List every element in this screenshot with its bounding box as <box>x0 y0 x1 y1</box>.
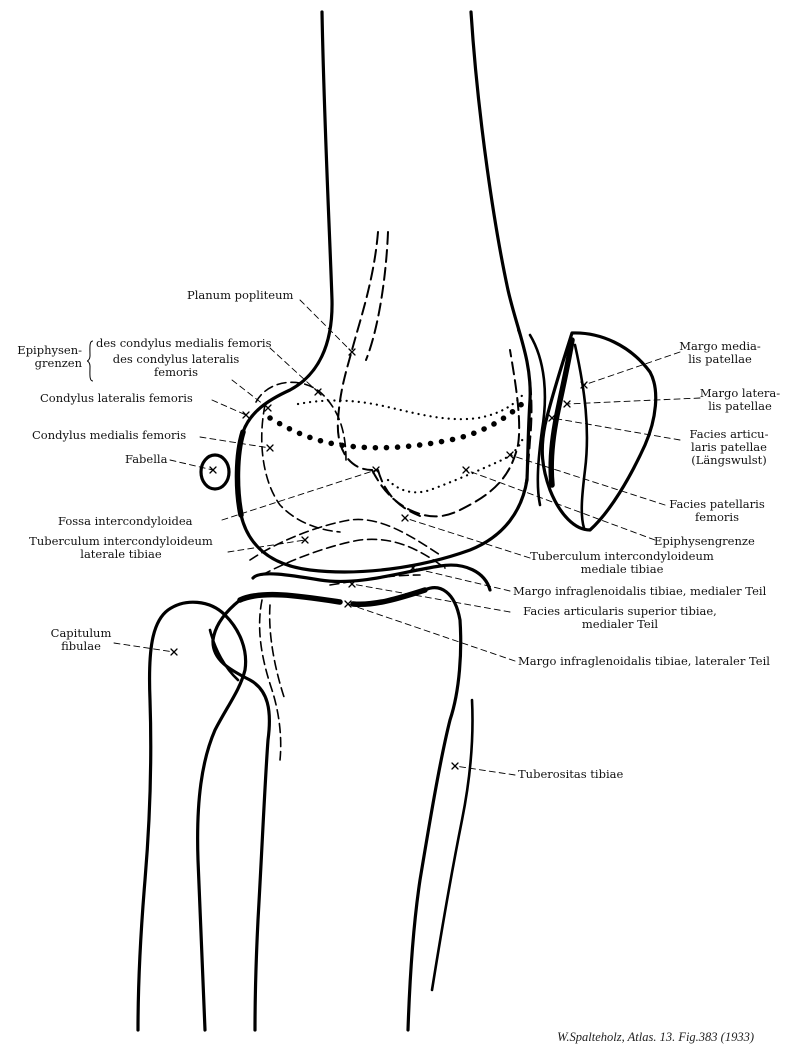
epiphysengrenze-lower-dotted <box>386 434 526 494</box>
label-capitulum-fibulae: Capitulum fibulae <box>46 627 116 653</box>
fibula-outline <box>136 600 248 1032</box>
label-capitulum-fibulae-line1: Capitulum <box>50 626 112 640</box>
epiphysen-grenze-lateralis-dotted <box>267 399 527 451</box>
leader-tuberositas-tibiae <box>454 765 516 776</box>
tuberculum-laterale-dashed <box>249 518 441 561</box>
leader-facies-articularis-superior <box>351 583 511 613</box>
patella-inner-contour <box>573 343 589 530</box>
label-epiphysen-grenzen: Epiphysen- grenzen <box>8 344 82 370</box>
label-condylus-lateralis-femoris: Condylus lateralis femoris <box>40 391 193 405</box>
facies-articularis-superior-contour <box>237 591 343 605</box>
label-tuberculum-mediale-line1: Tuberculum intercondyloideum <box>530 549 714 563</box>
tibia-anterior-crest <box>430 698 474 992</box>
leader-tuberculum-mediale <box>404 517 531 559</box>
label-des-condylus-medialis: des condylus medialis femoris <box>96 336 272 350</box>
leader-margo-infraglenoidalis-lateraler <box>347 603 516 662</box>
margo-infraglenoidalis-lateraler-contour <box>350 587 428 608</box>
leader-condylus-medialis <box>199 436 271 449</box>
femur-medial-condyle-dashed <box>260 404 341 533</box>
leader-epiphysengrenze <box>465 469 656 541</box>
label-tuberculum-mediale-line2: mediale tibiae <box>580 562 664 576</box>
margo-infraglenoidalis-medialer-dashed <box>329 574 421 586</box>
leader-facies-articularis-patellae <box>551 417 681 441</box>
leader-fabella <box>169 459 214 471</box>
leader-facies-patellaris-femoris <box>509 454 666 506</box>
label-fabella: Fabella <box>125 452 168 466</box>
leader-condylus-lateralis <box>211 399 247 416</box>
label-fossa-intercondyloidea: Fossa intercondyloidea <box>58 514 193 528</box>
tibia-medial-edge <box>406 586 463 1032</box>
leader-des-condylus-lateralis <box>231 379 269 409</box>
tibia-plateau-upper-outline <box>251 563 492 592</box>
leader-margo-medialis-patellae <box>583 351 681 386</box>
fossa-inner-dashed <box>377 469 421 517</box>
label-des-condylus-lateralis-line1: des condylus lateralis <box>112 352 240 366</box>
label-margo-lateralis-patellae-line1: Margo latera- <box>699 386 781 400</box>
label-margo-infraglenoidalis-medialer: Margo infraglenoidalis tibiae, medialer … <box>513 584 767 598</box>
figure-credit: W.Spalteholz, Atlas. 13. Fig.383 (1933) <box>557 1030 754 1044</box>
label-capitulum-fibulae-line2: fibulae <box>61 639 101 653</box>
tibia-inner-dashed-left <box>258 599 282 761</box>
fossa-intercondyloidea-dashed <box>371 349 521 518</box>
label-tuberculum-laterale: Tuberculum intercondyloideum laterale ti… <box>16 535 226 561</box>
leader-tuberculum-laterale <box>227 539 306 553</box>
leader-planum-popliteum <box>299 299 353 353</box>
label-tuberculum-laterale-line1: Tuberculum intercondyloideum <box>29 534 213 548</box>
femur-inner-condyle-line <box>255 381 347 461</box>
label-facies-patellaris-femoris: Facies patellaris femoris <box>660 498 774 524</box>
label-facies-articularis-superior: Facies articularis superior tibiae, medi… <box>512 605 728 631</box>
label-margo-medialis-patellae: Margo media- lis patellae <box>676 340 764 366</box>
label-margo-lateralis-patellae-line2: lis patellae <box>708 399 772 413</box>
label-facies-articularis-superior-line1: Facies articularis superior tibiae, <box>523 604 717 618</box>
label-facies-articularis-patellae-line1: Facies articu- <box>689 427 769 441</box>
leader-capitulum-fibulae <box>113 642 175 653</box>
label-tuberculum-laterale-line2: laterale tibiae <box>80 547 162 561</box>
planum-popliteum-dashed-left <box>336 231 379 471</box>
label-margo-infraglenoidalis-lateraler: Margo infraglenoidalis tibiae, lateraler… <box>518 654 770 668</box>
label-epiphysen-grenzen-line2: grenzen <box>34 356 82 370</box>
leader-margo-infraglenoidalis-medialer <box>412 567 511 592</box>
facies-patellaris-dashed <box>517 329 533 506</box>
margo-lateralis-patellae-contour <box>548 337 575 488</box>
label-facies-articularis-superior-line2: medialer Teil <box>581 617 659 631</box>
label-planum-popliteum: Planum popliteum <box>187 288 294 302</box>
label-facies-patellaris-femoris-line2: femoris <box>695 510 739 524</box>
fabella-outline <box>199 453 231 491</box>
label-epiphysen-grenzen-line1: Epiphysen- <box>17 343 82 357</box>
label-facies-articularis-patellae: Facies articu- laris patellae (Längswuls… <box>680 428 778 467</box>
leader-margo-lateralis-patellae <box>566 397 701 405</box>
planum-popliteum-dashed-right <box>365 231 389 361</box>
label-facies-articularis-patellae-line2: laris patellae <box>691 440 767 454</box>
fibula-inner-contour <box>208 628 240 682</box>
patella-outline <box>540 331 658 532</box>
label-tuberositas-tibiae: Tuberositas tibiae <box>518 767 624 781</box>
femur-condyle-lower-outline <box>239 478 529 574</box>
label-condylus-medialis-femoris: Condylus medialis femoris <box>32 428 187 442</box>
leader-fossa-intercondyloidea <box>221 469 377 521</box>
label-des-condylus-lateralis: des condylus lateralis femoris <box>92 353 260 379</box>
label-facies-patellaris-femoris-line1: Facies patellaris <box>669 497 765 511</box>
label-facies-articularis-patellae-line3: (Längswulst) <box>691 453 767 467</box>
cross-markers <box>170 348 588 770</box>
epiphysen-grenze-medialis-dotted <box>296 390 527 421</box>
femur-anterior-outline <box>469 10 532 482</box>
label-margo-medialis-patellae-line1: Margo media- <box>679 339 761 353</box>
label-des-condylus-lateralis-line2: femoris <box>154 365 198 379</box>
leader-des-condylus-medialis <box>269 347 319 393</box>
facies-patellaris-femoris-edge <box>528 333 547 507</box>
femur-posterior-outline <box>241 10 334 434</box>
label-margo-medialis-patellae-line2: lis patellae <box>688 352 752 366</box>
epiphysen-grenzen-brace <box>86 340 94 382</box>
label-margo-lateralis-patellae: Margo latera- lis patellae <box>698 387 782 413</box>
label-tuberculum-mediale: Tuberculum intercondyloideum mediale tib… <box>528 550 716 576</box>
tibia-lateral-edge <box>211 598 272 1032</box>
condylus-lateralis-contour <box>234 429 246 518</box>
tuberculum-mediale-dashed <box>261 538 446 576</box>
label-epiphysengrenze: Epiphysengrenze <box>654 534 755 548</box>
tibia-inner-dashed-right <box>268 604 286 701</box>
